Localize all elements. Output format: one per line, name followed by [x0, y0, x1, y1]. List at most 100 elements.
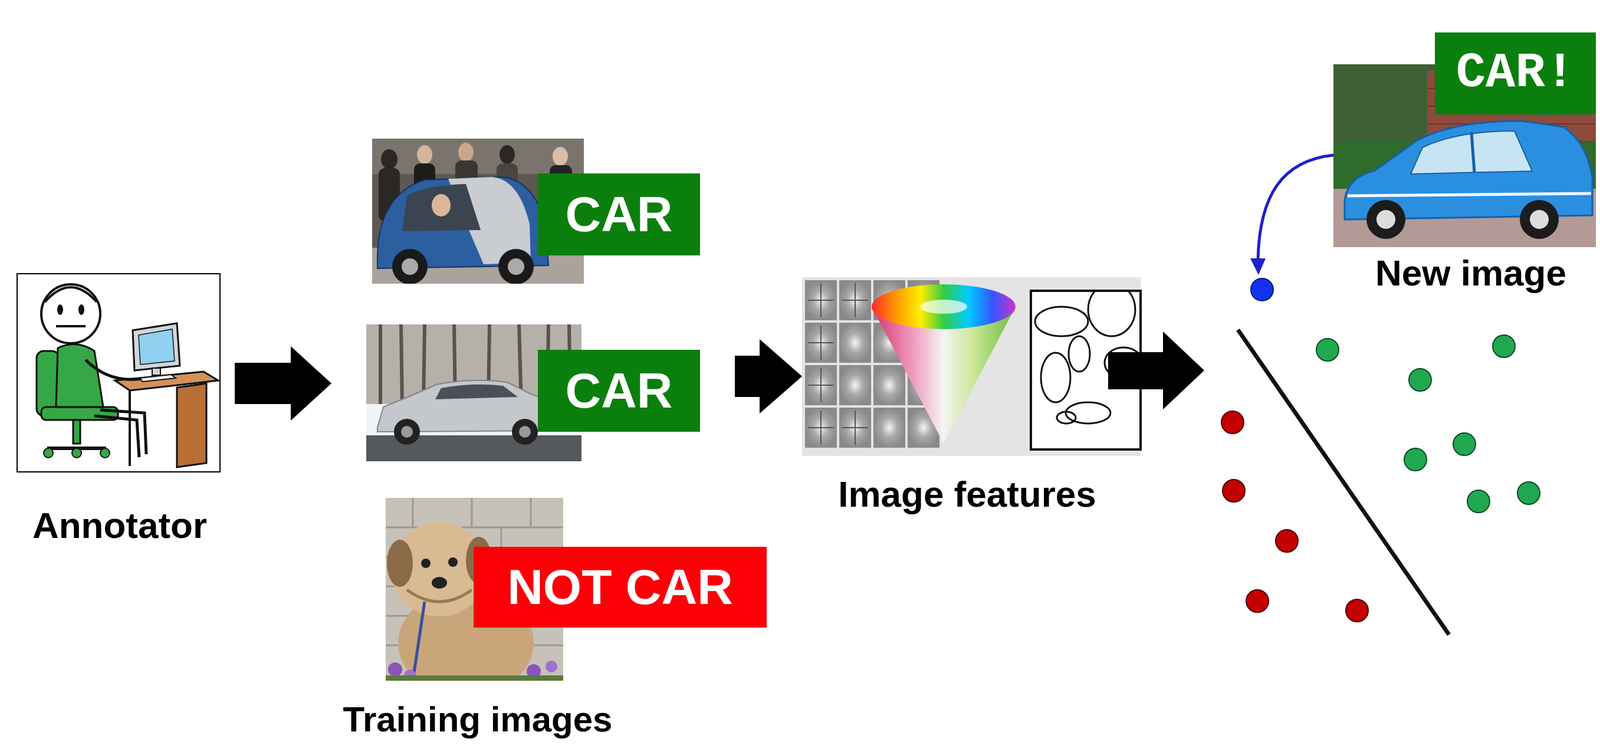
filter-bank [873, 365, 906, 406]
block-arrow [1108, 331, 1205, 410]
annotator-icon [138, 329, 175, 365]
car-photo [498, 248, 534, 284]
positive-sample [1453, 432, 1476, 456]
positive-sample [1408, 368, 1432, 392]
tag-label: CAR! [1456, 47, 1576, 100]
test-photo [1376, 209, 1396, 229]
test-photo [1410, 130, 1533, 174]
car-photo [499, 145, 515, 164]
dog-photo [545, 660, 558, 673]
annotator-icon [57, 304, 64, 315]
dog-photo [412, 601, 425, 681]
test-photo [1529, 209, 1549, 229]
positive-sample [1404, 448, 1427, 471]
mapping-arrow [1257, 155, 1334, 261]
negative-sample [1246, 589, 1269, 613]
test-photo [1471, 132, 1475, 173]
car-photo [511, 418, 538, 445]
annotator-icon [78, 304, 85, 315]
feature-illustration [802, 277, 1141, 456]
filter-bank [839, 322, 872, 363]
negative-sample [1345, 599, 1369, 622]
decision-boundary [1237, 329, 1450, 635]
feature-panel: Image features [802, 277, 1141, 456]
class-tag: CAR [537, 173, 701, 256]
annotator-frame: Annotator [16, 273, 221, 473]
car-photo [507, 258, 525, 275]
dog-photo [406, 589, 472, 602]
negative-sample [1221, 411, 1369, 622]
annotator-icon [43, 448, 54, 458]
annotator-icon [73, 419, 81, 444]
filter-bank [807, 283, 869, 445]
mapping-arrowhead [1250, 258, 1266, 275]
region-ellipses [1056, 411, 1076, 424]
block-arrow [734, 339, 803, 414]
dog-photo [448, 557, 458, 567]
block-arrow [234, 346, 332, 421]
feature-illustration [871, 284, 1016, 330]
car-photo [458, 142, 474, 162]
negative-sample [1222, 479, 1245, 502]
car-photo [416, 145, 433, 164]
feature-illustration [802, 277, 1205, 456]
region-ellipses [1040, 352, 1071, 403]
annotator-icon [138, 374, 176, 382]
test-photo [1366, 199, 1406, 239]
car-photo [380, 149, 398, 170]
node-heading: New image [1375, 253, 1567, 292]
annotator-icon [71, 448, 82, 458]
region-ellipses [1035, 306, 1089, 337]
annotator-icon [85, 359, 142, 380]
tag-label: NOT CAR [507, 560, 734, 613]
annotator-icon [41, 284, 101, 344]
node-heading: Annotator [32, 506, 208, 545]
dog-photo [388, 662, 403, 677]
positive-sample [1467, 490, 1490, 513]
node-heading: Image features [838, 474, 1097, 514]
test-photo [1519, 199, 1559, 239]
annotator-icon [176, 383, 207, 468]
annotator-icon [16, 273, 221, 473]
tag-label: CAR [565, 188, 673, 241]
class-tag: NOT CAR [473, 546, 767, 628]
annotator-icon [56, 324, 86, 328]
negative-sample [1275, 529, 1299, 553]
region-ellipses [1088, 291, 1136, 337]
annotator-icon [132, 323, 180, 371]
filter-bank [873, 407, 906, 448]
dog-photo [421, 558, 431, 568]
training-image-group: Training imagesCARCARNOT CAR [366, 138, 735, 741]
car-photo [435, 384, 518, 400]
feature-illustration [920, 299, 968, 314]
test-image: New imageCAR! [1333, 64, 1596, 248]
dog-photo [385, 675, 564, 681]
region-ellipses [1068, 336, 1090, 372]
car-photo [431, 194, 451, 217]
car-photo [393, 418, 420, 445]
car-photo [401, 258, 419, 275]
prediction-tag: CAR! [1434, 32, 1596, 115]
annotator-icon [44, 287, 97, 302]
tag-label: CAR [565, 364, 673, 417]
annotator-icon [128, 390, 131, 466]
node-heading: Training images [343, 700, 613, 738]
dog-photo [431, 576, 448, 589]
annotator-icon [152, 368, 161, 376]
query-sample [1250, 278, 1274, 301]
car-photo [402, 184, 481, 232]
annotator-icon [94, 415, 140, 458]
class-tag: CAR [537, 349, 701, 432]
positive-sample [1492, 334, 1516, 358]
test-photo [1347, 193, 1592, 196]
annotator-icon [56, 344, 104, 407]
positive-sample [1316, 334, 1540, 513]
positive-sample [1517, 481, 1540, 505]
annotator-icon [16, 273, 221, 473]
annotator-icon [100, 448, 110, 458]
car-photo [518, 425, 531, 438]
negative-sample [1221, 411, 1244, 434]
